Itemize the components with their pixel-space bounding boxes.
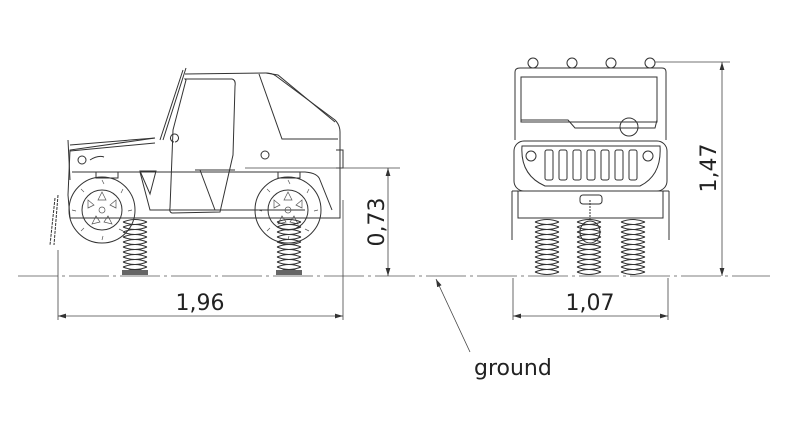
dimension-length-label: 1,96 — [176, 291, 225, 316]
dimension-width-label: 1,07 — [566, 291, 615, 316]
side-view-jeep — [49, 67, 344, 275]
dimension-lines — [57, 61, 730, 353]
dimension-seat-height-label: 0,73 — [365, 198, 390, 247]
dimension-height-label: 1,47 — [697, 144, 722, 193]
front-view-jeep — [511, 57, 670, 275]
ground-label: ground — [474, 356, 552, 381]
grille-slots — [544, 149, 638, 181]
